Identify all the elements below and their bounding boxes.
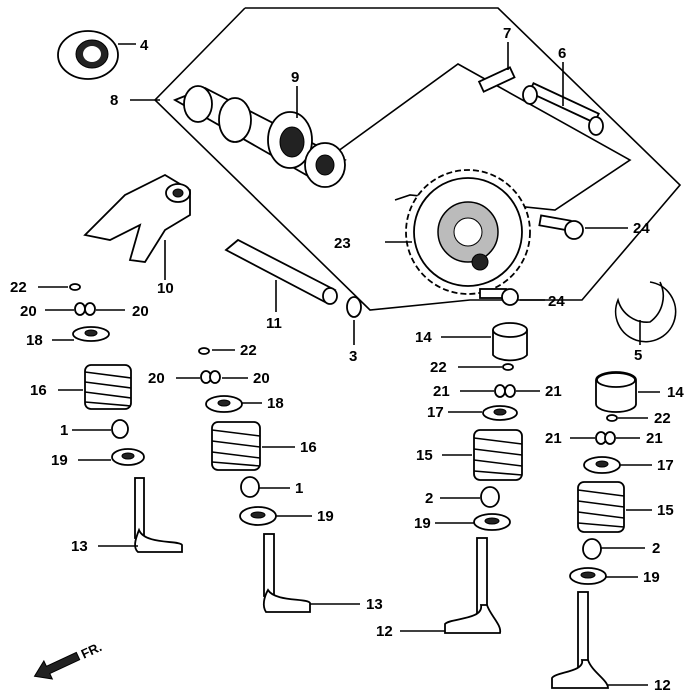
label-part-14-b: 14 — [667, 384, 684, 401]
label-part-19-c: 19 — [414, 515, 431, 532]
label-part-16-a: 16 — [30, 382, 47, 399]
center-left-valve-stack — [198, 347, 311, 613]
label-part-2-b: 2 — [652, 540, 660, 557]
washer-part — [346, 296, 362, 318]
label-part-11: 11 — [266, 315, 282, 332]
label-part-12-b: 12 — [654, 677, 671, 694]
label-part-22-a: 22 — [10, 279, 27, 296]
label-part-5: 5 — [634, 347, 642, 364]
label-part-22-c: 22 — [430, 359, 447, 376]
arrow-left-icon — [33, 651, 81, 680]
left-valve-stack — [69, 283, 183, 553]
camshaft-subgroup-outline — [311, 63, 632, 211]
label-part-24-lower: 24 — [548, 293, 565, 310]
label-part-18-b: 18 — [267, 395, 284, 412]
snap-ring-part — [614, 281, 677, 343]
label-part-18-a: 18 — [26, 332, 43, 349]
label-part-4: 4 — [140, 37, 149, 54]
label-part-16-b: 16 — [300, 439, 317, 456]
label-part-2-a: 2 — [425, 490, 433, 507]
label-part-7: 7 — [503, 25, 511, 42]
bolt-upper-part — [538, 214, 584, 240]
front-direction-indicator: FR. — [33, 639, 104, 680]
camshaft-part — [172, 85, 347, 188]
label-part-23: 23 — [334, 235, 351, 252]
label-part-1-b: 1 — [295, 480, 303, 497]
label-part-17-a: 17 — [427, 404, 444, 421]
pin-part — [477, 66, 516, 93]
rocker-shaft-part — [224, 238, 338, 305]
bolt-lower-part — [479, 288, 519, 306]
label-part-21-b: 21 — [545, 383, 562, 400]
label-part-21-a: 21 — [433, 383, 450, 400]
label-part-15-a: 15 — [416, 447, 433, 464]
label-part-22-b: 22 — [240, 342, 257, 359]
label-part-9: 9 — [291, 69, 299, 86]
label-part-13-a: 13 — [71, 538, 88, 555]
label-part-21-c: 21 — [545, 430, 562, 447]
label-part-1-a: 1 — [60, 422, 68, 439]
label-part-21-d: 21 — [646, 430, 663, 447]
label-part-20-b: 20 — [132, 303, 149, 320]
label-part-20-c: 20 — [148, 370, 165, 387]
center-right-valve-stack — [444, 322, 528, 634]
label-part-14-a: 14 — [415, 329, 432, 346]
direction-label: FR. — [79, 639, 104, 661]
label-part-3: 3 — [349, 348, 357, 365]
label-part-19-a: 19 — [51, 452, 68, 469]
label-part-12-a: 12 — [376, 623, 393, 640]
label-part-13-b: 13 — [366, 596, 383, 613]
label-part-8: 8 — [110, 92, 118, 109]
label-part-20-a: 20 — [20, 303, 37, 320]
label-part-20-d: 20 — [253, 370, 270, 387]
right-valve-stack — [551, 371, 637, 689]
label-part-22-d: 22 — [654, 410, 671, 427]
label-part-19-d: 19 — [643, 569, 660, 586]
label-part-24-upper: 24 — [633, 220, 650, 237]
label-part-17-b: 17 — [657, 457, 674, 474]
bearing-part — [57, 30, 119, 80]
cam-sprocket-part — [405, 169, 531, 295]
label-part-6: 6 — [558, 45, 566, 62]
label-part-15-b: 15 — [657, 502, 674, 519]
leader-lines — [38, 286, 660, 686]
rocker-arm-part — [83, 173, 191, 263]
shaft-part — [522, 82, 604, 136]
label-part-10: 10 — [157, 280, 174, 297]
label-part-19-b: 19 — [317, 508, 334, 525]
